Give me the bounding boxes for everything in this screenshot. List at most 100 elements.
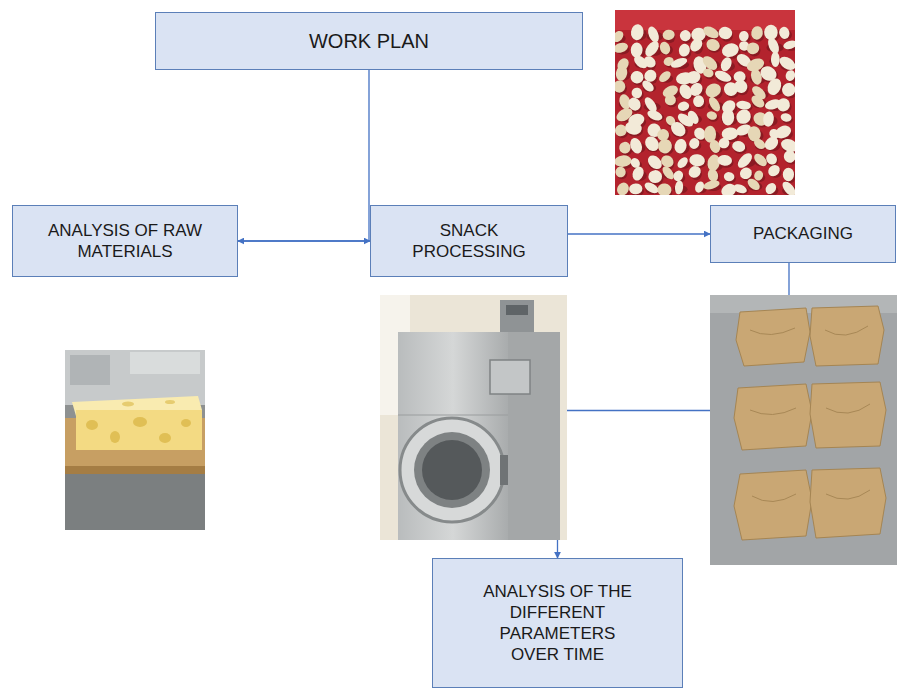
snack-piece <box>615 65 629 82</box>
snack-piece <box>615 155 632 168</box>
snack-piece <box>735 151 754 171</box>
snack-piece <box>783 149 795 164</box>
snack-piece <box>662 29 675 41</box>
snack-piece <box>780 112 793 123</box>
snack-piece <box>657 183 672 195</box>
snack-piece <box>624 120 642 135</box>
snack-piece <box>615 29 626 44</box>
snack-piece <box>732 182 748 195</box>
process-box: ANALYSIS OF RAW MATERIALS <box>12 205 238 277</box>
snack-piece <box>703 81 723 100</box>
snack-piece <box>689 153 706 167</box>
box-label: ANALYSIS OF THE DIFFERENT PARAMETERS OVE… <box>478 581 637 666</box>
snack-piece <box>615 41 629 54</box>
snack-piece <box>784 69 795 82</box>
snack-piece <box>736 100 752 111</box>
snack-piece <box>693 95 705 107</box>
snack-piece <box>678 43 692 58</box>
snack-piece <box>660 164 676 181</box>
snack-piece <box>687 136 701 150</box>
snack-piece <box>722 109 735 126</box>
snack-piece <box>675 155 689 170</box>
snack-piece <box>648 170 662 184</box>
snack-piece <box>642 54 658 70</box>
snack-piece <box>766 163 782 179</box>
snack-piece <box>778 26 791 40</box>
dryer-photo <box>380 295 567 540</box>
snack-piece <box>687 80 705 98</box>
snack-piece <box>762 111 775 128</box>
snack-piece <box>738 30 749 42</box>
snack-piece <box>629 183 643 194</box>
snack-piece <box>686 164 703 180</box>
snack-piece <box>630 71 644 85</box>
snack-piece <box>745 177 761 193</box>
snack-piece <box>646 108 664 122</box>
snack-piece <box>764 151 779 166</box>
snack-piece <box>643 39 662 59</box>
snack-piece <box>719 56 734 73</box>
snack-piece <box>702 67 715 78</box>
pouches-photo <box>710 295 897 565</box>
snack-piece <box>686 109 701 126</box>
snack-piece <box>673 138 688 155</box>
snack-photo <box>615 10 795 195</box>
snack-piece <box>717 155 732 167</box>
snack-piece <box>765 76 784 97</box>
snack-piece <box>688 36 705 54</box>
snack-piece <box>718 26 734 41</box>
snack-piece <box>781 82 795 98</box>
box-label: WORK PLAN <box>309 29 429 54</box>
snack-piece <box>643 180 661 195</box>
snack-piece <box>713 68 733 84</box>
snack-piece <box>630 165 645 182</box>
snack-piece <box>668 119 688 139</box>
snack-piece <box>733 107 753 127</box>
snack-piece <box>763 181 778 195</box>
snack-piece <box>750 25 764 40</box>
snack-piece <box>628 136 644 155</box>
snack-piece <box>657 138 673 155</box>
snack-piece <box>684 69 702 85</box>
box-label: SNACK PROCESSING <box>391 220 547 263</box>
snack-piece <box>658 40 672 55</box>
snack-piece <box>615 80 626 94</box>
snack-piece <box>747 42 760 54</box>
snack-piece <box>704 37 721 53</box>
process-box: ANALYSIS OF THE DIFFERENT PARAMETERS OVE… <box>432 558 683 688</box>
snack-piece <box>665 94 677 105</box>
snack-piece <box>783 168 794 182</box>
snack-piece <box>674 180 684 195</box>
process-box: SNACK PROCESSING <box>370 205 568 277</box>
flow-arrow <box>568 233 710 234</box>
snack-piece <box>706 110 718 121</box>
snack-piece <box>749 93 766 110</box>
snack-piece <box>782 39 795 50</box>
snack-piece <box>707 95 723 113</box>
snack-piece <box>677 101 690 112</box>
snack-piece <box>777 54 795 73</box>
snack-piece <box>731 139 747 153</box>
flow-arrow <box>238 70 369 241</box>
snack-piece <box>679 29 692 42</box>
box-label: PACKAGING <box>753 223 853 244</box>
cheese-photo <box>65 350 205 530</box>
snack-piece <box>615 166 627 179</box>
snack-piece <box>702 179 720 191</box>
box-label: ANALYSIS OF RAW MATERIALS <box>41 220 209 263</box>
snack-piece <box>780 179 795 195</box>
snack-piece <box>630 24 645 42</box>
snack-piece <box>762 134 781 153</box>
snack-piece <box>640 78 656 93</box>
title-box: WORK PLAN <box>155 12 583 70</box>
snack-piece <box>630 42 643 58</box>
snack-piece <box>670 56 689 70</box>
snack-piece <box>766 36 781 55</box>
snack-piece <box>771 52 780 67</box>
snack-piece <box>775 96 793 114</box>
snack-piece <box>717 136 731 150</box>
snack-piece <box>615 180 631 195</box>
process-box: PACKAGING <box>710 205 896 263</box>
snack-piece <box>657 69 673 84</box>
flow-arrow <box>238 240 370 241</box>
